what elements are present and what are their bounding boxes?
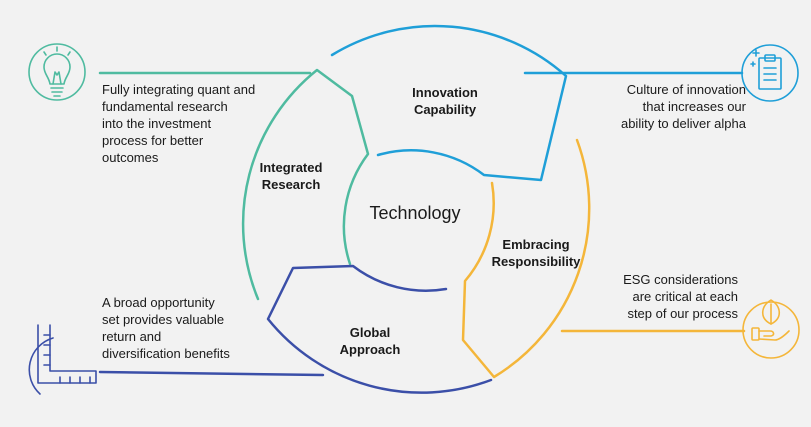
ruler-square-icon	[28, 324, 97, 395]
segment-label-integrated-research: Integrated Research	[259, 160, 323, 192]
segment-label-embracing-responsibility: Embracing Responsibility	[491, 237, 581, 269]
clipboard-plus-icon	[741, 44, 799, 102]
integrated-research-ring	[98, 68, 370, 301]
segment-label-innovation-capability: Innovation Capability	[412, 85, 478, 117]
center-label-technology: Technology	[369, 203, 461, 223]
innovation-capability-ring	[330, 24, 744, 182]
description-innovation-capability: Culture of innovation that increases our…	[620, 82, 746, 131]
hand-leaf-icon	[742, 299, 800, 359]
description-global-approach: A broad opportunity set provides valuabl…	[102, 295, 230, 361]
description-integrated-research: Fully integrating quant and fundamental …	[102, 82, 256, 165]
segment-label-global-approach: Global Approach	[339, 325, 401, 357]
global-approach-ring	[98, 264, 493, 394]
lightbulb-icon	[28, 43, 86, 101]
embracing-responsibility-ring	[461, 138, 746, 379]
description-embracing-responsibility: ESG considerations are critical at each …	[623, 272, 738, 321]
